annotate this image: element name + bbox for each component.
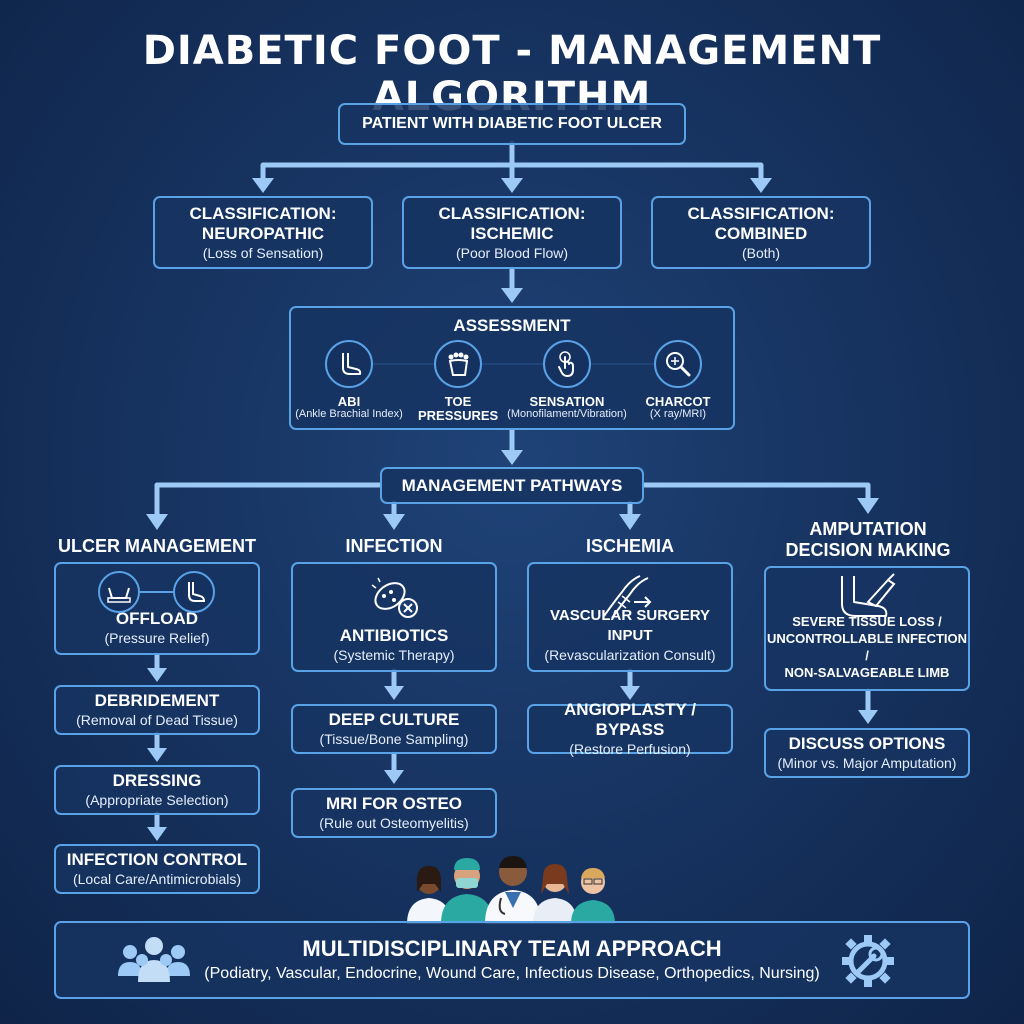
discuss-options-box: DISCUSS OPTIONS (Minor vs. Major Amputat…	[764, 728, 970, 778]
gear-wrench-icon	[838, 932, 898, 990]
amputation-criteria-line1: SEVERE TISSUE LOSS /	[792, 614, 942, 629]
classification-sub: (Poor Blood Flow)	[455, 244, 569, 261]
mri-box: MRI FOR OSTEO (Rule out Osteomyelitis)	[291, 788, 497, 838]
offload-box: OFFLOAD (Pressure Relief)	[54, 562, 260, 655]
offload-sub: (Pressure Relief)	[104, 630, 210, 646]
angioplasty-box: ANGIOPLASTY / BYPASS (Restore Perfusion)	[527, 700, 733, 757]
assessment-toe-label: TOE PRESSURES	[418, 394, 499, 423]
infection-control-box: INFECTION CONTROL (Local Care/Antimicrob…	[54, 844, 260, 894]
offload-shoe-icon	[98, 571, 140, 613]
classification-combined: CLASSIFICATION: COMBINED (Both)	[651, 196, 871, 269]
foot-scalpel-icon	[834, 572, 900, 624]
ulcer-heading: ULCER MANAGEMENT	[58, 536, 256, 556]
deep-culture-title: DEEP CULTURE	[328, 710, 460, 729]
patient-label: PATIENT WITH DIABETIC FOOT ULCER	[362, 115, 662, 132]
classification-sub: (Both)	[741, 244, 781, 261]
team-approach-title: MULTIDISCIPLINARY TEAM APPROACH	[302, 936, 722, 961]
toe-icon	[434, 340, 482, 388]
antibiotics-box: ANTIBIOTICS (Systemic Therapy)	[291, 562, 497, 672]
amputation-heading: AMPUTATION DECISION MAKING	[748, 519, 988, 561]
assessment-abi-sub: (Ankle Brachial Index)	[295, 408, 403, 420]
assessment-abi-label: ABI	[337, 394, 361, 409]
vascular-title: VASCULAR SURGERY INPUT	[549, 607, 710, 644]
vascular-box: VASCULAR SURGERY INPUT (Revascularizatio…	[527, 562, 733, 672]
assessment-charcot-sub: (X ray/MRI)	[649, 408, 707, 420]
ischemia-heading: ISCHEMIA	[585, 536, 674, 556]
dressing-box: DRESSING (Appropriate Selection)	[54, 765, 260, 815]
management-pathways-box: MANAGEMENT PATHWAYS	[380, 467, 644, 504]
team-approach-sub: (Podiatry, Vascular, Endocrine, Wound Ca…	[204, 965, 820, 982]
amputation-heading-line1: AMPUTATION	[809, 519, 927, 539]
discuss-options-sub: (Minor vs. Major Amputation)	[777, 755, 957, 771]
bacteria-icon	[364, 568, 424, 624]
classification-line1: CLASSIFICATION:	[189, 203, 337, 223]
antibiotics-title: ANTIBIOTICS	[339, 626, 449, 645]
management-pathways-label: MANAGEMENT PATHWAYS	[401, 475, 623, 495]
offload-icon-link	[140, 591, 173, 593]
dressing-title: DRESSING	[112, 771, 202, 790]
angioplasty-sub: (Restore Perfusion)	[569, 741, 691, 757]
classification-line2: ISCHEMIC	[470, 223, 554, 243]
medical-team-illustration	[405, 848, 619, 924]
deep-culture-box: DEEP CULTURE (Tissue/Bone Sampling)	[291, 704, 497, 754]
offload-foot-icon	[173, 571, 215, 613]
classification-line2: NEUROPATHIC	[201, 223, 325, 243]
infection-control-title: INFECTION CONTROL	[66, 850, 248, 869]
team-approach-box: MULTIDISCIPLINARY TEAM APPROACH (Podiatr…	[54, 921, 970, 999]
patient-box: PATIENT WITH DIABETIC FOOT ULCER	[338, 103, 686, 145]
assessment-title: ASSESSMENT	[453, 316, 571, 335]
classification-line1: CLASSIFICATION:	[438, 203, 586, 223]
dressing-sub: (Appropriate Selection)	[85, 792, 229, 808]
debridement-sub: (Removal of Dead Tissue)	[76, 712, 238, 728]
infection-heading: INFECTION	[345, 536, 443, 556]
antibiotics-sub: (Systemic Therapy)	[333, 647, 455, 663]
amputation-criteria-line2: UNCONTROLLABLE INFECTION /	[766, 631, 968, 663]
debridement-box: DEBRIDEMENT (Removal of Dead Tissue)	[54, 685, 260, 735]
deep-culture-sub: (Tissue/Bone Sampling)	[319, 731, 469, 747]
classification-sub: (Loss of Sensation)	[202, 244, 324, 261]
mri-sub: (Rule out Osteomyelitis)	[319, 815, 469, 831]
assessment-charcot-label: CHARCOT	[645, 394, 711, 409]
people-group-icon	[114, 932, 194, 988]
angioplasty-title: ANGIOPLASTY / BYPASS	[564, 700, 696, 739]
foot-icon	[325, 340, 373, 388]
classification-neuropathic: CLASSIFICATION: NEUROPATHIC (Loss of Sen…	[153, 196, 373, 269]
assessment-sensation-sub: (Monofilament/Vibration)	[507, 408, 627, 420]
classification-line1: CLASSIFICATION:	[687, 203, 835, 223]
debridement-title: DEBRIDEMENT	[94, 691, 220, 710]
touch-icon	[543, 340, 591, 388]
mri-title: MRI FOR OSTEO	[326, 794, 462, 813]
discuss-options-title: DISCUSS OPTIONS	[788, 734, 946, 753]
classification-ischemic: CLASSIFICATION: ISCHEMIC (Poor Blood Flo…	[402, 196, 622, 269]
assessment-sensation-label: SENSATION	[529, 394, 605, 409]
amputation-criteria-line3: NON-SALVAGEABLE LIMB	[784, 665, 950, 680]
vascular-sub: (Revascularization Consult)	[544, 647, 716, 663]
magnifier-icon	[654, 340, 702, 388]
amputation-heading-line2: DECISION MAKING	[785, 540, 951, 560]
classification-line2: COMBINED	[714, 223, 808, 243]
infection-control-sub: (Local Care/Antimicrobials)	[72, 871, 242, 887]
offload-title: OFFLOAD	[115, 609, 199, 628]
blood-vessel-icon	[600, 572, 660, 622]
amputation-criteria-box: SEVERE TISSUE LOSS / UNCONTROLLABLE INFE…	[764, 566, 970, 691]
